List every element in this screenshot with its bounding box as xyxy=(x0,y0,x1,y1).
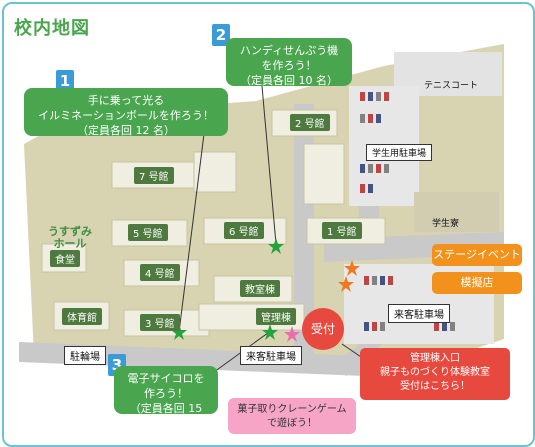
building-label-2: 2 号館 xyxy=(290,114,330,131)
reception-info-line: 受付はこちら！ xyxy=(400,381,470,392)
callout-1-line: （定員各回 12 名） xyxy=(77,124,175,137)
callout-3[interactable]: 電子サイコロを 作ろう！ （定員各回 15 名） xyxy=(114,366,218,430)
building-label-7: 7 号館 xyxy=(134,167,174,184)
tennis-court-label: テニスコート xyxy=(424,81,479,91)
callout-1-line: イルミネーションボールを作ろう！ xyxy=(38,109,214,122)
building-label-3: 3 号館 xyxy=(140,314,180,331)
green-star-2 xyxy=(268,238,284,254)
callout-2-line: を作ろう！ xyxy=(261,59,317,72)
green-star-3 xyxy=(262,324,278,340)
callout-3-line: （定員各回 15 名） xyxy=(129,402,203,430)
pink-star xyxy=(284,326,300,342)
stage-event-label[interactable]: ステージイベント xyxy=(432,244,522,266)
bike-parking-label: 駐輪場 xyxy=(64,346,106,365)
green-star-1 xyxy=(171,324,187,340)
leader-line-2 xyxy=(261,85,277,245)
visitor-parking-south-label: 来客駐車場 xyxy=(240,346,302,365)
orange-star-2 xyxy=(338,276,354,292)
building-block-7b xyxy=(193,151,237,193)
building-label-classroom: 教室棟 xyxy=(240,280,280,297)
callout-2-line: ハンディせんぷう機 xyxy=(239,44,339,57)
reception-info-line: 管理棟入口 xyxy=(410,353,460,364)
building-label-cafeteria: 食堂 xyxy=(50,250,80,267)
callout-2-line: （定員各回 10 名） xyxy=(240,74,338,87)
food-stall-label[interactable]: 模擬店 xyxy=(432,272,522,294)
dorm-block xyxy=(414,192,499,232)
building-label-4: 4 号館 xyxy=(140,264,180,281)
crane-game-box[interactable]: 菓子取りクレーンゲーム で遊ぼう！ xyxy=(228,398,356,434)
building-label-6: 6 号館 xyxy=(224,222,264,239)
visitor-parking-east-label: 来客駐車場 xyxy=(388,304,450,323)
callout-1[interactable]: 手に乗って光る イルミネーションボールを作ろう！ （定員各回 12 名） xyxy=(24,88,228,137)
map-title: 校内地図 xyxy=(14,18,90,39)
building-label-admin: 管理棟 xyxy=(256,308,296,325)
crane-game-line: 菓子取りクレーンゲーム xyxy=(237,404,347,415)
building-label-1: 1 号館 xyxy=(322,222,362,239)
building-label-uzumi-hall: うすずみ ホール xyxy=(48,225,92,250)
student-parking-label: 学生用駐車場 xyxy=(366,144,433,161)
building-label-5: 5 号館 xyxy=(128,224,168,241)
event-stars xyxy=(171,238,360,342)
callout-3-line: 作ろう！ xyxy=(144,387,188,400)
dorm-label: 学生寮 xyxy=(432,219,460,229)
callout-number-2: 2 xyxy=(212,24,230,46)
callout-3-line: 電子サイコロを xyxy=(127,372,205,385)
crane-game-line: で遊ぼう！ xyxy=(267,418,317,429)
reception-info-line: 親子ものづくり体験教室 xyxy=(380,367,490,378)
callout-1-line: 手に乗って光る xyxy=(87,94,165,107)
reception-circle[interactable]: 受付 xyxy=(302,308,344,350)
building-label-gym: 体育館 xyxy=(62,308,102,325)
orange-star-1 xyxy=(344,260,360,276)
callout-2[interactable]: ハンディせんぷう機 を作ろう！ （定員各回 10 名） xyxy=(226,38,352,87)
reception-info-box[interactable]: 管理棟入口 親子ものづくり体験教室 受付はこちら！ xyxy=(360,348,510,400)
building-block-misc xyxy=(303,143,345,205)
callout-number-1: 1 xyxy=(56,70,74,92)
leader-line-1 xyxy=(178,133,205,333)
